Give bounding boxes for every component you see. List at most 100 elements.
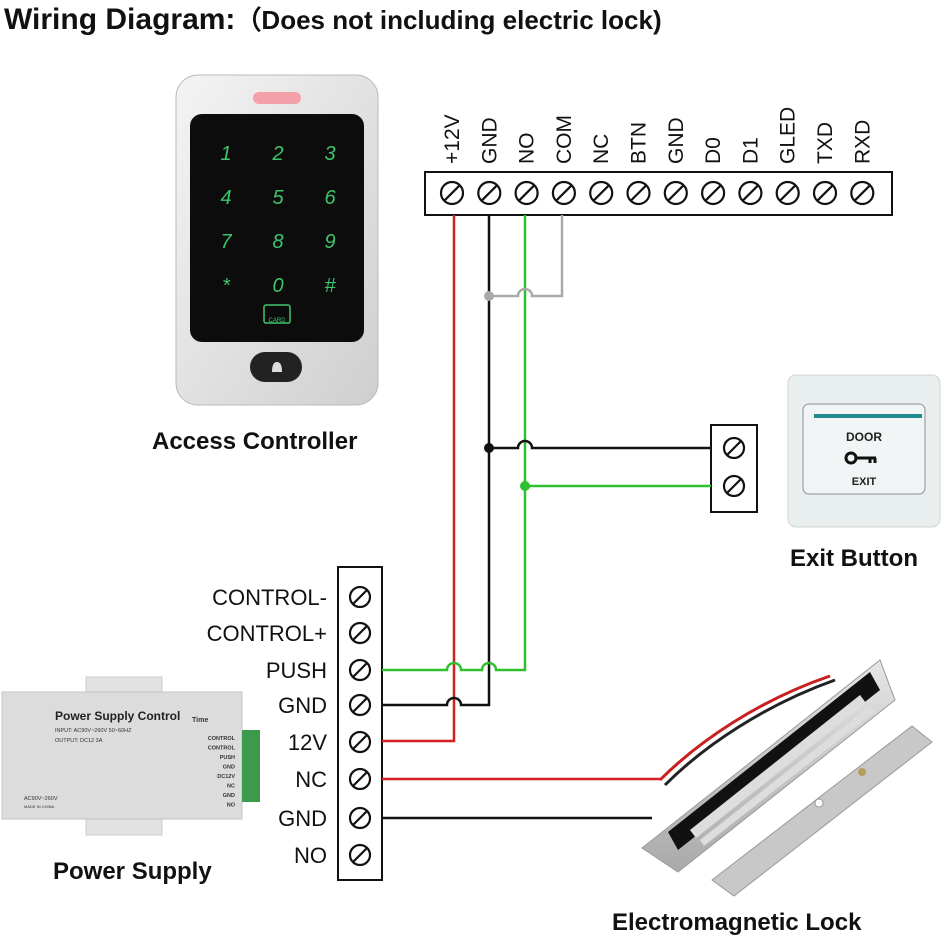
exit-button-caption: Exit Button (790, 545, 918, 572)
psu-small-label: CONTROL (208, 746, 236, 752)
screw-terminal-icon (850, 180, 875, 206)
screw-terminal-icon (348, 806, 372, 830)
psu-terminal-label: NO (294, 843, 327, 868)
psu-terminal-label: GND (278, 806, 327, 831)
lock-caption: Electromagnetic Lock (612, 909, 862, 936)
controller-terminal-label: D0 (702, 137, 725, 164)
psu-small-label: GND (223, 793, 235, 799)
controller-terminal-label: +12V (441, 114, 464, 164)
screw-terminal-icon (348, 730, 372, 754)
psu-terminal-label: PUSH (266, 658, 327, 683)
psu-output-spec: OUTPUT: DC12 3A (55, 738, 103, 744)
keypad-key[interactable]: 3 (324, 143, 335, 165)
psu-small-label: NO (227, 803, 236, 809)
junction-dot (520, 481, 530, 491)
screw-terminal-icon (477, 180, 502, 206)
exit-terminals (722, 436, 746, 498)
controller-terminal-label: NC (590, 134, 613, 164)
screw-terminal-icon (348, 658, 372, 682)
controller-terminal-label: GLED (777, 107, 800, 164)
diagram-title: Wiring Diagram:（Does not including elect… (4, 0, 662, 37)
exit-terminal-block (710, 424, 758, 513)
screw-terminal-icon (551, 180, 577, 206)
screw-terminal-icon (775, 180, 800, 206)
psu-terminal-label: CONTROL- (212, 585, 327, 610)
psu-made-label: MADE IN CHINA (24, 804, 55, 809)
keypad-key[interactable]: 1 (220, 143, 231, 165)
controller-terminal-label: BTN (628, 122, 651, 164)
door-text: DOOR (846, 430, 882, 444)
psu-terminal-label: NC (295, 767, 327, 792)
access-controller-image: 1 2 3 4 5 6 7 8 9 * 0 # CARD (175, 74, 379, 406)
screw-terminal-icon (348, 843, 372, 867)
keypad-key[interactable]: 6 (324, 187, 336, 209)
card-label: CARD (268, 318, 286, 324)
screw-terminal-icon (722, 436, 746, 460)
psu-terminal-label: CONTROL+ (207, 621, 327, 646)
wire-no-push (382, 215, 527, 672)
keypad-key[interactable]: 5 (272, 187, 284, 209)
keypad-keys: 1 2 3 4 5 6 7 8 9 * 0 # (220, 143, 336, 297)
psu-ac-label: AC90V~260V (24, 796, 58, 802)
key-icon (844, 451, 877, 465)
electromagnetic-lock-image (641, 659, 933, 897)
psu-small-terminal-labels: CONTROL CONTROL PUSH GND DC12V NC GND NO (208, 736, 236, 809)
power-supply-image: Power Supply Control INPUT: AC90V~260V 5… (1, 676, 260, 836)
psu-terminals: CONTROL- CONTROL+ PUSH GND 12V NC GND NO (207, 585, 372, 868)
keypad-key[interactable]: 9 (324, 231, 335, 253)
wire-exit-gnd (489, 439, 711, 450)
psu-small-label: GND (223, 765, 235, 771)
wire-gnd (382, 215, 491, 707)
controller-terminal-label: COM (553, 115, 576, 164)
keypad-key[interactable]: 4 (220, 187, 231, 209)
screw-terminal-icon (812, 180, 838, 206)
psu-time-label: Time (192, 717, 208, 724)
exit-button-image[interactable]: DOOR EXIT (787, 374, 941, 528)
controller-terminal-label: GND (665, 117, 688, 164)
psu-input-spec: INPUT: AC90V~260V 50~60HZ (55, 728, 132, 734)
screw-terminal-icon (700, 180, 726, 206)
controller-terminal-label: D1 (739, 137, 762, 164)
psu-small-label: CONTROL (208, 736, 236, 742)
screw-terminal-icon (439, 180, 465, 206)
wires (382, 215, 711, 820)
controller-terminal-label: RXD (851, 120, 874, 164)
keypad-key[interactable]: 0 (272, 275, 283, 297)
power-supply-caption: Power Supply (53, 858, 212, 885)
keypad-key[interactable]: * (222, 275, 231, 297)
wire-com (489, 215, 564, 298)
access-controller-caption: Access Controller (152, 428, 357, 455)
psu-small-label: NC (227, 784, 235, 790)
title-sub: （Does not including electric lock) (235, 5, 662, 35)
screw-terminal-icon (348, 621, 372, 645)
bell-icon (272, 362, 282, 372)
screw-terminal-icon (589, 180, 614, 206)
keypad-key[interactable]: 8 (272, 231, 283, 253)
screw-terminal-icon (738, 180, 763, 206)
screw-terminal-icon (348, 693, 372, 717)
screw-terminal-icon (514, 180, 539, 206)
junction-dot (484, 443, 494, 453)
psu-terminal-label: 12V (288, 730, 327, 755)
controller-terminal-label: TXD (814, 122, 837, 164)
screw-terminal-icon (348, 585, 372, 609)
psu-terminal-block (337, 566, 383, 881)
screw-terminal-icon (722, 474, 746, 498)
title-main: Wiring Diagram: (4, 3, 236, 36)
exit-text: EXIT (852, 476, 877, 488)
psu-small-label: PUSH (220, 755, 235, 761)
keypad-key[interactable]: 7 (220, 231, 232, 253)
psu-small-label: DC12V (217, 774, 235, 780)
wire-12v (382, 215, 456, 743)
psu-terminal-label: GND (278, 693, 327, 718)
keypad-key[interactable]: # (324, 275, 336, 297)
psu-brand: Power Supply Control (55, 709, 180, 723)
keypad-key[interactable]: 2 (271, 143, 283, 165)
controller-terminal-label: GND (478, 117, 501, 164)
screw-terminal-icon (348, 767, 372, 791)
screw-terminal-icon (626, 180, 651, 206)
screw-terminal-icon (663, 180, 688, 206)
junction-dot (484, 291, 494, 301)
